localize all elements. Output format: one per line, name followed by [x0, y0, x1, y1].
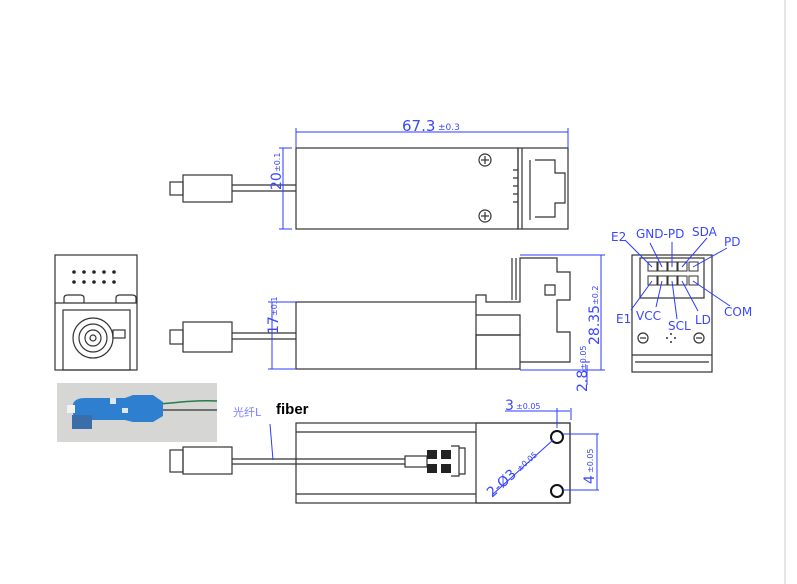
- dim-holes: 2-Ø3: [484, 466, 520, 501]
- dim-hole-spacing-tol: ±0.05: [586, 448, 595, 473]
- bottom-view: 3 ±0.05 4 ±0.05 2-Ø3 ±0.05 光纤L fiber: [169, 398, 599, 504]
- screw-icon: [637, 332, 649, 344]
- fiber-label: fiber: [276, 401, 309, 418]
- top-view: 67.3 ±0.3 20 ±0.1: [169, 117, 569, 230]
- mounting-hole-icon: [550, 430, 564, 444]
- pin-label-sda: SDA: [692, 225, 718, 239]
- dim-hole-edge-tol: ±0.05: [516, 402, 541, 411]
- end-view: [54, 254, 138, 371]
- dim-height-tol: ±0.1: [270, 297, 279, 316]
- fiber-label-cn: 光纤L: [233, 405, 262, 419]
- connector-photo: [57, 383, 218, 442]
- dim-base-offset-tol: ±0.05: [579, 345, 588, 370]
- dim-holes-tol: ±0.05: [515, 450, 539, 473]
- pinout-view: E2 GND-PD SDA PD E1 VCC SCL LD COM: [611, 225, 752, 373]
- pin-label-pd: PD: [724, 235, 740, 249]
- dim-hole-spacing: 4: [582, 475, 598, 484]
- dim-overall-height: 28.35: [587, 305, 603, 345]
- pin-grid: [647, 261, 699, 286]
- dim-length: 67.3: [402, 117, 435, 135]
- dim-length-tol: ±0.3: [438, 123, 460, 133]
- pin-label-ld: LD: [695, 313, 711, 327]
- screw-icon: [478, 153, 492, 167]
- dim-width-tol: ±0.1: [273, 153, 282, 172]
- dim-overall-height-tol: ±0.2: [591, 286, 600, 305]
- pin-label-vcc: VCC: [636, 309, 661, 323]
- dim-hole-edge: 3: [505, 398, 514, 414]
- dim-base-offset: 2.8: [575, 370, 591, 392]
- screw-icon: [693, 332, 705, 344]
- pin-label-e1: E1: [616, 312, 631, 326]
- pin-label-e2: E2: [611, 230, 626, 244]
- dim-height: 17: [266, 316, 282, 334]
- pin-label-gnd-pd: GND-PD: [636, 227, 684, 241]
- dim-width: 20: [269, 172, 285, 190]
- side-view: 17 ±0.1 28.35 ±0.2 2.8 ±0.05: [169, 254, 605, 392]
- pin-label-com: COM: [724, 305, 752, 319]
- pin-label-scl: SCL: [668, 319, 691, 333]
- mounting-hole-icon: [550, 484, 564, 498]
- screw-icon: [478, 209, 492, 223]
